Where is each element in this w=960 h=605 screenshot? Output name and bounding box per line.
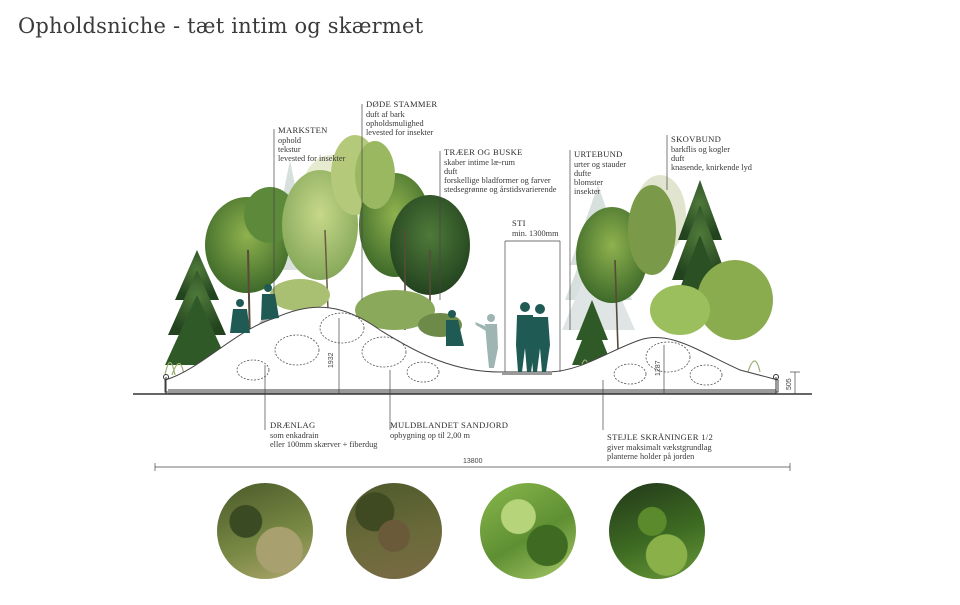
- label-line: tekstur: [278, 145, 301, 154]
- vegetation: [164, 135, 773, 376]
- label-line: stedsegrønne og årstidsvarierende: [444, 185, 557, 194]
- label-urtebund: URTEBUND urter og stauder dufte blomster…: [574, 149, 626, 196]
- label-line: eller 100mm skærver + fiberdug: [270, 440, 377, 449]
- label-heading: DRÆNLAG: [270, 420, 316, 430]
- label-line: forskellige bladformer og farver: [444, 176, 551, 185]
- label-line: planterne holder på jorden: [607, 452, 695, 461]
- label-line: giver maksimalt vækstgrundlag: [607, 443, 712, 452]
- label-line: som enkadrain: [270, 431, 319, 440]
- label-line: opbygning op til 2,00 m: [390, 431, 471, 440]
- label-line: duft af bark: [366, 110, 406, 119]
- label-line: duft: [671, 154, 685, 163]
- label-heading: DØDE STAMMER: [366, 99, 437, 109]
- label-line: urter og stauder: [574, 160, 626, 169]
- label-heading: TRÆER OG BUSKE: [444, 147, 523, 157]
- dimension-right-mound: 1287: [655, 360, 662, 376]
- label-muld: MULDBLANDET SANDJORD opbygning op til 2,…: [390, 420, 508, 440]
- page-title: Opholdsniche - tæt intim og skærmet: [18, 14, 424, 38]
- label-line: duft: [444, 167, 458, 176]
- forest-grass-photo: [217, 483, 313, 579]
- dimension-left-mound: 1932: [328, 352, 335, 368]
- label-sti: STI min. 1300mm: [512, 218, 559, 238]
- label-line: skaber intime læ-rum: [444, 158, 516, 167]
- dead-branches-photo: [346, 483, 442, 579]
- label-line: blomster: [574, 178, 603, 187]
- label-traer: TRÆER OG BUSKE skaber intime læ-rum duft…: [444, 147, 557, 194]
- label-line: knasende, knirkende lyd: [671, 163, 753, 172]
- leader-lines: [154, 104, 800, 471]
- label-stejle: STEJLE SKRÅNINGER 1/2 giver maksimalt væ…: [607, 432, 713, 461]
- label-skovbund: SKOVBUND barkflis og kogler duft knasend…: [671, 134, 753, 172]
- woodland-ground-photo: [609, 483, 705, 579]
- label-heading: STEJLE SKRÅNINGER 1/2: [607, 432, 713, 442]
- label-line: min. 1300mm: [512, 229, 559, 238]
- label-heading: STI: [512, 218, 526, 228]
- label-heading: MULDBLANDET SANDJORD: [390, 420, 508, 430]
- rowan-leaves-photo: [480, 483, 576, 579]
- label-line: levested for insekter: [278, 154, 346, 163]
- dimension-total: 13800: [463, 458, 483, 465]
- people-silhouettes: [230, 284, 550, 372]
- label-line: insekter: [574, 187, 601, 196]
- label-heading: URTEBUND: [574, 149, 623, 159]
- label-dode-stammer: DØDE STAMMER duft af bark opholdsmulighe…: [366, 99, 437, 137]
- label-heading: SKOVBUND: [671, 134, 721, 144]
- label-line: levested for insekter: [366, 128, 434, 137]
- label-line: ophold: [278, 136, 302, 145]
- label-line: barkflis og kogler: [671, 145, 730, 154]
- label-line: opholdsmulighed: [366, 119, 424, 128]
- label-marksten: MARKSTEN ophold tekstur levested for ins…: [278, 125, 346, 163]
- label-line: dufte: [574, 169, 591, 178]
- label-heading: MARKSTEN: [278, 125, 328, 135]
- label-draenlag: DRÆNLAG som enkadrain eller 100mm skærve…: [270, 420, 377, 449]
- ground-section: [133, 306, 812, 395]
- dimension-edge: 505: [786, 378, 793, 390]
